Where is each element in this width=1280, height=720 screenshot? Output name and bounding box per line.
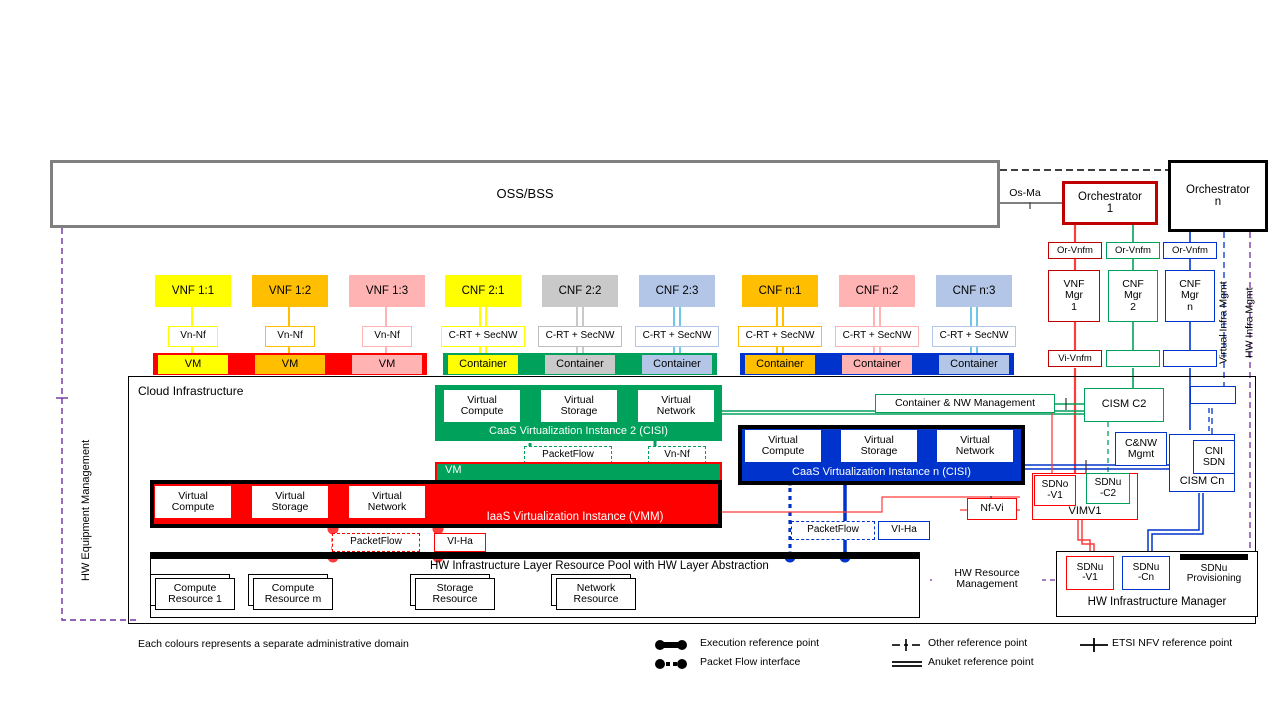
function-box-cnf-2-3[interactable]: CNF 2:3 xyxy=(639,275,715,307)
caasn-title: CaaS Virtualization Instance n (CISI) xyxy=(792,466,971,479)
host-box-vm-2[interactable]: VM xyxy=(255,355,325,374)
cism-c2-box[interactable]: CISM C2 xyxy=(1084,388,1164,422)
hw-infra-mgmt-label: HW Infra Mgmt xyxy=(1243,287,1256,359)
manager-box-cnf-mgr-2[interactable]: CNF Mgr 2 xyxy=(1108,270,1158,322)
legend-icons xyxy=(655,638,1108,669)
ref-point-crt-secnw-2: C-RT + SecNW xyxy=(538,326,622,347)
manager-box-vnf-mgr-1[interactable]: VNF Mgr 1 xyxy=(1048,270,1100,322)
ref-point-or-vnfm-3: Or-Vnfm xyxy=(1163,242,1217,259)
manager-box-cnf-mgr-n[interactable]: CNF Mgr n xyxy=(1165,270,1215,322)
cloud-infrastructure-title: Cloud Infrastructure xyxy=(138,384,244,398)
ref-point-packetflow-caasn: PacketFlow xyxy=(791,521,875,540)
cloud-infrastructure-box xyxy=(128,376,1256,624)
cni-sdn-upper-stub xyxy=(1190,386,1236,404)
legend-item-etsi: ETSI NFV reference point xyxy=(1112,637,1233,649)
host-box-container-3[interactable]: Container xyxy=(642,355,712,374)
ref-point-vi-vnfm-3 xyxy=(1163,350,1217,367)
legend-note: Each colours represents a separate admin… xyxy=(138,638,409,650)
sdnu-c2-box[interactable]: SDNu-C2 xyxy=(1086,473,1130,504)
host-box-vm-1[interactable]: VM xyxy=(158,355,228,374)
host-box-container-2[interactable]: Container xyxy=(545,355,615,374)
function-box-cnf-n-1[interactable]: CNF n:1 xyxy=(742,275,818,307)
ref-point-vi-ha-iaas: VI-Ha xyxy=(434,533,486,552)
ref-point-vn-nf-3: Vn-Nf xyxy=(362,326,412,347)
ref-point-or-vnfm-2: Or-Vnfm xyxy=(1106,242,1160,259)
ref-point-vi-ha-caasn: VI-Ha xyxy=(878,521,930,540)
container-nw-management-box[interactable]: Container & NW Management xyxy=(875,394,1055,413)
orchestrator-1-label: Orchestrator xyxy=(1078,190,1142,203)
virtual-infra-mgmt-label: Virtual Infra Mgmt xyxy=(1217,281,1230,365)
sdnu-provisioning-bar xyxy=(1180,554,1248,560)
os-ma-label: Os-Ma xyxy=(1004,186,1046,202)
hw-infrastructure-manager-label: HW Infrastructure Manager xyxy=(1087,595,1227,608)
host-box-container-4[interactable]: Container xyxy=(745,355,815,374)
hw-resource-pool-topbar xyxy=(150,552,920,559)
host-box-container-1[interactable]: Container xyxy=(448,355,518,374)
caas2-vm-label: VM xyxy=(445,464,462,476)
ref-point-vi-vnfm: Vi-Vnfm xyxy=(1048,350,1102,367)
sdnu-v1-box[interactable]: SDNu-V1 xyxy=(1066,556,1114,590)
orchestrator-n-label: Orchestrator xyxy=(1186,183,1250,196)
ossbss-label: OSS/BSS xyxy=(496,186,554,202)
host-box-container-5[interactable]: Container xyxy=(842,355,912,374)
ref-point-crt-secnw-6: C-RT + SecNW xyxy=(932,326,1016,347)
orchestrator-n-index: n xyxy=(1214,196,1222,208)
orchestrator-1-box[interactable]: Orchestrator 1 xyxy=(1062,181,1158,225)
ref-point-crt-secnw-3: C-RT + SecNW xyxy=(635,326,719,347)
function-box-cnf-n-3[interactable]: CNF n:3 xyxy=(936,275,1012,307)
ref-point-crt-secnw-4: C-RT + SecNW xyxy=(738,326,822,347)
ref-point-vi-vnfm-2 xyxy=(1106,350,1160,367)
legend-item-anuket: Anuket reference point xyxy=(928,656,1034,668)
hw-resource-pool-title: HW Infrastructure Layer Resource Pool wi… xyxy=(430,559,769,572)
orchestrator-n-box[interactable]: Orchestrator n xyxy=(1168,160,1268,232)
function-box-vnf-1-2[interactable]: VNF 1:2 xyxy=(252,275,328,307)
function-box-cnf-n-2[interactable]: CNF n:2 xyxy=(839,275,915,307)
caas2-vm-outer xyxy=(435,462,722,482)
iaas-title: IaaS Virtualization Instance (VMM) xyxy=(486,510,664,523)
hw-equipment-management-label: HW Equipment Management xyxy=(80,439,93,581)
iaas-instance-box[interactable] xyxy=(150,480,722,528)
function-box-vnf-1-1[interactable]: VNF 1:1 xyxy=(155,275,231,307)
function-box-cnf-2-2[interactable]: CNF 2:2 xyxy=(542,275,618,307)
ref-point-nf-vi: Nf-Vi xyxy=(967,498,1017,520)
legend-item-execution: Execution reference point xyxy=(700,637,820,649)
ossbss-box[interactable]: OSS/BSS xyxy=(50,160,1000,228)
ref-point-vn-nf-2: Vn-Nf xyxy=(265,326,315,347)
ref-point-crt-secnw-5: C-RT + SecNW xyxy=(835,326,919,347)
orchestrator-1-index: 1 xyxy=(1106,203,1114,215)
sdnu-cn-box[interactable]: SDNu-Cn xyxy=(1122,556,1170,590)
ref-point-or-vnfm-1: Or-Vnfm xyxy=(1048,242,1102,259)
host-box-container-6[interactable]: Container xyxy=(939,355,1009,374)
ref-point-crt-secnw-1: C-RT + SecNW xyxy=(441,326,525,347)
host-box-vm-3[interactable]: VM xyxy=(352,355,422,374)
caas2-title: CaaS Virtualization Instance 2 (CISI) xyxy=(489,425,668,438)
vimv1-label: VIMV1 xyxy=(1068,505,1102,518)
ref-point-vn-nf-1: Vn-Nf xyxy=(168,326,218,347)
function-box-vnf-1-3[interactable]: VNF 1:3 xyxy=(349,275,425,307)
function-box-cnf-2-1[interactable]: CNF 2:1 xyxy=(445,275,521,307)
legend-item-packetflow: Packet Flow interface xyxy=(700,656,801,668)
sdno-v1-box[interactable]: SDNo-V1 xyxy=(1034,475,1076,506)
legend-item-other: Other reference point xyxy=(928,637,1028,649)
ref-point-packetflow-iaas: PacketFlow xyxy=(332,533,420,552)
